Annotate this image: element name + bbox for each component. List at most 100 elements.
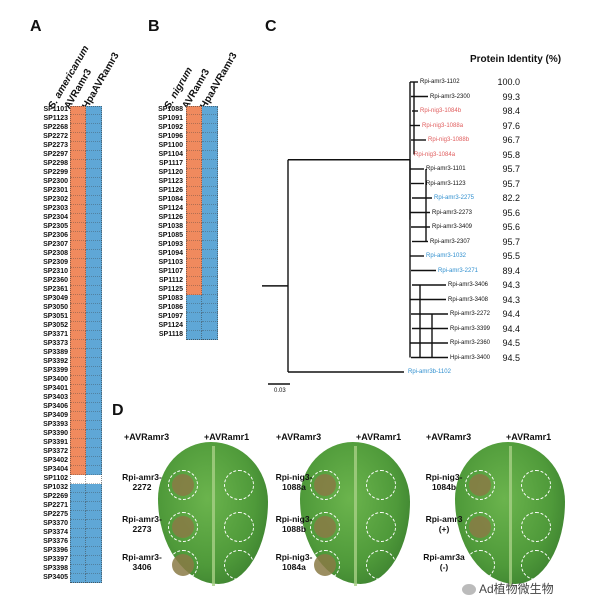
- hpaavramr3-cell: [202, 232, 218, 241]
- sample-id-label: SP3393: [43, 421, 68, 428]
- sample-id-label: SP2268: [43, 124, 68, 131]
- sample-id-label: SP2308: [43, 250, 68, 257]
- sample-id-label: SP2309: [43, 259, 68, 266]
- protein-identity-value: 97.6: [502, 120, 520, 131]
- hpaavramr3-cell: [202, 277, 218, 286]
- sample-id-label: SP1096: [158, 133, 183, 140]
- hpaavramr3-cell: [86, 493, 102, 502]
- sample-id-label: SP2298: [43, 160, 68, 167]
- avramr3-cell: [186, 115, 202, 124]
- infiltration-circle: [310, 470, 340, 500]
- sample-id-label: SP1123: [158, 178, 183, 185]
- hpaavramr3-cell: [202, 142, 218, 151]
- sample-id-label: SP3401: [43, 385, 68, 392]
- avramr3-cell: [70, 385, 86, 394]
- leaf-midrib: [509, 446, 512, 586]
- construct-label: Rpi-nig3- 1088b: [275, 514, 313, 534]
- sample-id-label: SP2299: [43, 169, 68, 176]
- hpaavramr3-cell: [86, 196, 102, 205]
- sample-id-label: SP2302: [43, 196, 68, 203]
- protein-identity-value: 100.0: [497, 77, 520, 87]
- avramr3-cell: [70, 142, 86, 151]
- sample-id-label: SP3050: [43, 304, 68, 311]
- avramr3-cell: [186, 232, 202, 241]
- sample-id-label: SP2307: [43, 241, 68, 248]
- sample-id-label: SP3398: [43, 565, 68, 572]
- protein-identity-value: 89.4: [502, 265, 520, 276]
- hpaavramr3-cell: [86, 547, 102, 556]
- hpaavramr3-cell: [86, 511, 102, 520]
- infiltration-circle: [224, 550, 254, 580]
- construct-label: Rpi-amr3- 2273: [122, 514, 162, 534]
- sample-id-label: SP1085: [158, 232, 183, 239]
- hpaavramr3-cell: [86, 475, 102, 484]
- hpaavramr3-cell: [86, 439, 102, 448]
- avramr3-cell: [70, 349, 86, 358]
- tree-leaf-label: Rpi-amr3-2307: [430, 238, 471, 245]
- hpaavramr3-cell: [202, 106, 218, 115]
- infiltration-circle: [465, 470, 495, 500]
- avramr3-cell: [70, 322, 86, 331]
- hpaavramr3-cell: [86, 232, 102, 241]
- hpaavramr3-cell: [202, 196, 218, 205]
- treatment-label-avramr1: +AVRamr1: [204, 432, 250, 442]
- sample-id-label: SP3403: [43, 394, 68, 401]
- avramr3-cell: [70, 205, 86, 214]
- hpaavramr3-cell: [86, 538, 102, 547]
- sample-id-label: SP3404: [43, 466, 68, 473]
- protein-identity-value: 94.4: [502, 309, 520, 319]
- avramr3-cell: [70, 169, 86, 178]
- hpaavramr3-cell: [202, 259, 218, 268]
- avramr3-cell: [70, 196, 86, 205]
- sample-id-label: SP1086: [158, 304, 183, 311]
- protein-identity-value: 95.5: [502, 251, 520, 261]
- avramr3-cell: [70, 277, 86, 286]
- hpaavramr3-cell: [86, 331, 102, 340]
- hpaavramr3-cell: [202, 304, 218, 313]
- avramr3-cell: [70, 358, 86, 367]
- avramr3-cell: [186, 304, 202, 313]
- tree-leaf-label: Rpi-amr3-3408: [448, 296, 489, 303]
- avramr3-cell: [70, 178, 86, 187]
- watermark: Ad植物微生物: [462, 580, 554, 597]
- avramr3-cell: [186, 151, 202, 160]
- hpaavramr3-cell: [86, 115, 102, 124]
- avramr3-cell: [186, 259, 202, 268]
- panel-c-letter: C: [265, 18, 277, 35]
- avramr3-cell: [186, 313, 202, 322]
- hpaavramr3-cell: [202, 286, 218, 295]
- sample-id-label: SP2361: [43, 286, 68, 293]
- tree-leaf-label: Rpi-amr3-2272: [450, 311, 491, 317]
- sample-id-label: SP3402: [43, 457, 68, 464]
- wechat-icon: [462, 584, 476, 596]
- avramr3-cell: [186, 187, 202, 196]
- avramr3-cell: [70, 502, 86, 511]
- avramr3-cell: [70, 331, 86, 340]
- tree-leaf-label: Rpi-amr3-3406: [448, 282, 489, 288]
- sample-id-label: SP3409: [43, 412, 68, 419]
- sample-id-label: SP1097: [158, 313, 183, 320]
- treatment-label-avramr3: +AVRamr3: [426, 432, 472, 442]
- panel-d-letter: D: [112, 402, 124, 419]
- avramr3-cell: [70, 367, 86, 376]
- hpaavramr3-cell: [202, 214, 218, 223]
- tree-leaf-label: Rpi-nig3-1088a: [422, 122, 464, 129]
- avramr3-cell: [70, 106, 86, 115]
- tree-leaf-label: Rpi-amr3-2273: [432, 209, 473, 216]
- avramr3-cell: [186, 196, 202, 205]
- infiltration-circle: [465, 550, 495, 580]
- hpaavramr3-cell: [86, 142, 102, 151]
- sample-id-label: SP2269: [43, 493, 68, 500]
- sample-id-label: SP3400: [43, 376, 68, 383]
- avramr3-cell: [70, 232, 86, 241]
- sample-id-label: SP3389: [43, 349, 68, 356]
- sample-id-label: SP1126: [158, 214, 183, 221]
- hpaavramr3-cell: [86, 106, 102, 115]
- avramr3-cell: [70, 160, 86, 169]
- hpaavramr3-cell: [202, 187, 218, 196]
- hpaavramr3-cell: [86, 448, 102, 457]
- protein-identity-value: 94.4: [502, 323, 520, 334]
- infiltration-circle: [366, 512, 396, 542]
- avramr3-cell: [70, 484, 86, 493]
- hpaavramr3-cell: [202, 115, 218, 124]
